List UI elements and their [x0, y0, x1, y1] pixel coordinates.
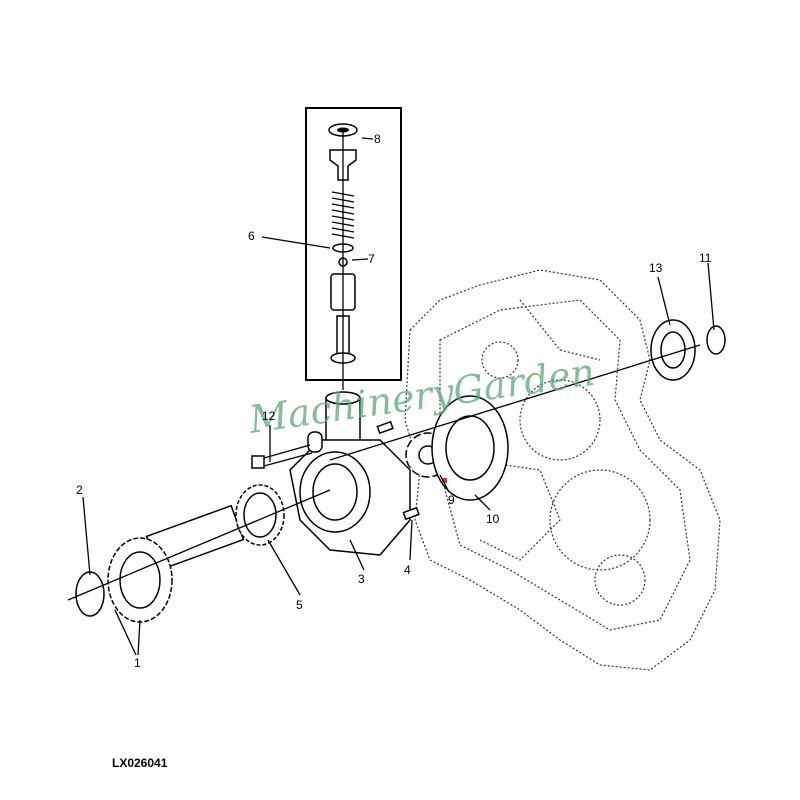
transmission-housing: [404, 269, 721, 671]
callout-12: 12: [262, 409, 276, 423]
callout-11: 11: [699, 251, 712, 265]
callout-3: 3: [358, 572, 365, 586]
snap-ring: [706, 325, 726, 355]
relief-valve-box: [305, 107, 402, 381]
marker: [442, 478, 447, 483]
callout-5: 5: [296, 598, 303, 612]
callout-2: 2: [76, 483, 83, 497]
bolt: [251, 444, 313, 469]
callout-13: 13: [649, 261, 663, 275]
callout-7: 7: [368, 252, 375, 266]
bearing: [650, 319, 696, 381]
figure-code: LX026041: [112, 756, 168, 770]
dowel-pin: [402, 506, 420, 521]
callout-8: 8: [374, 132, 381, 146]
callout-1: 1: [134, 656, 141, 670]
shaft-gear: [75, 504, 245, 623]
callout-9: 9: [448, 493, 455, 507]
pump-housing: [289, 391, 411, 556]
callout-10: 10: [486, 512, 500, 526]
watermark: MachineryGarden: [245, 350, 597, 442]
dowel-pin: [376, 420, 394, 435]
ring: [235, 484, 285, 546]
callout-6: 6: [248, 229, 255, 243]
callout-4: 4: [404, 563, 411, 577]
